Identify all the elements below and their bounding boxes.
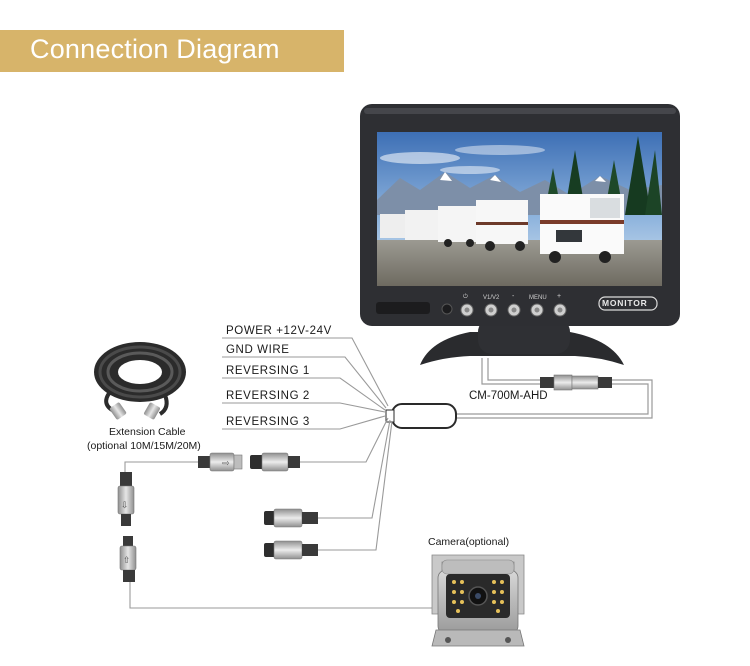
av-plug-out-2 [264,508,318,528]
extension-cable-title: Extension Cable [109,426,186,438]
wire-label-gnd: GND WIRE [226,344,290,356]
menu-button-label: MENU [529,295,547,301]
title-banner: Connection Diagram [0,30,344,72]
extension-connector-pair: ⇨ [198,452,243,472]
arrow-down-icon: ⇩ [121,501,129,511]
wire-label-power: POWER +12V-24V [226,325,332,337]
monitor-buttons [460,303,567,317]
wire-label-reversing-1: REVERSING 1 [226,365,310,377]
extension-cable-note: (optional 10M/15M/20M) [87,440,201,452]
monitor-stand-neck [478,318,570,354]
vertical-connector-bottom: ⇧ [119,536,137,582]
monitor [360,104,680,365]
camera-label: Camera(optional) [428,536,510,548]
monitor-screen [377,132,662,286]
monitor-sensor [441,303,453,315]
monitor-cable [455,358,653,419]
minus-button-label: - [512,293,515,300]
arrow-up-icon: ⇧ [123,556,131,566]
page-title: Connection Diagram [30,34,280,64]
power-button-label: ⏻ [463,294,468,300]
v1v2-button-label: V1/V2 [483,295,500,301]
extension-cable-coil [94,342,186,420]
wire-label-reversing-3: REVERSING 3 [226,416,310,428]
monitor-brand-label: MONITOR [602,298,648,308]
plus-button-label: + [557,293,562,300]
arrow-right-icon: ⇨ [222,459,230,469]
extension-cable-route [124,461,432,609]
monitor-av-connector [540,374,612,391]
camera [431,554,525,647]
av-plug-out-3 [264,540,318,560]
wire-label-reversing-2: REVERSING 2 [226,390,310,402]
av-plug-out-1 [250,452,300,472]
wire-leads [222,337,389,430]
monitor-ir-window [376,302,430,314]
monitor-model-label: CM-700M-AHD [469,390,548,402]
harness-outputs [300,417,393,551]
wire-harness-box [385,403,457,429]
monitor-brand-badge [598,296,658,311]
vertical-connector-top: ⇩ [117,472,135,526]
